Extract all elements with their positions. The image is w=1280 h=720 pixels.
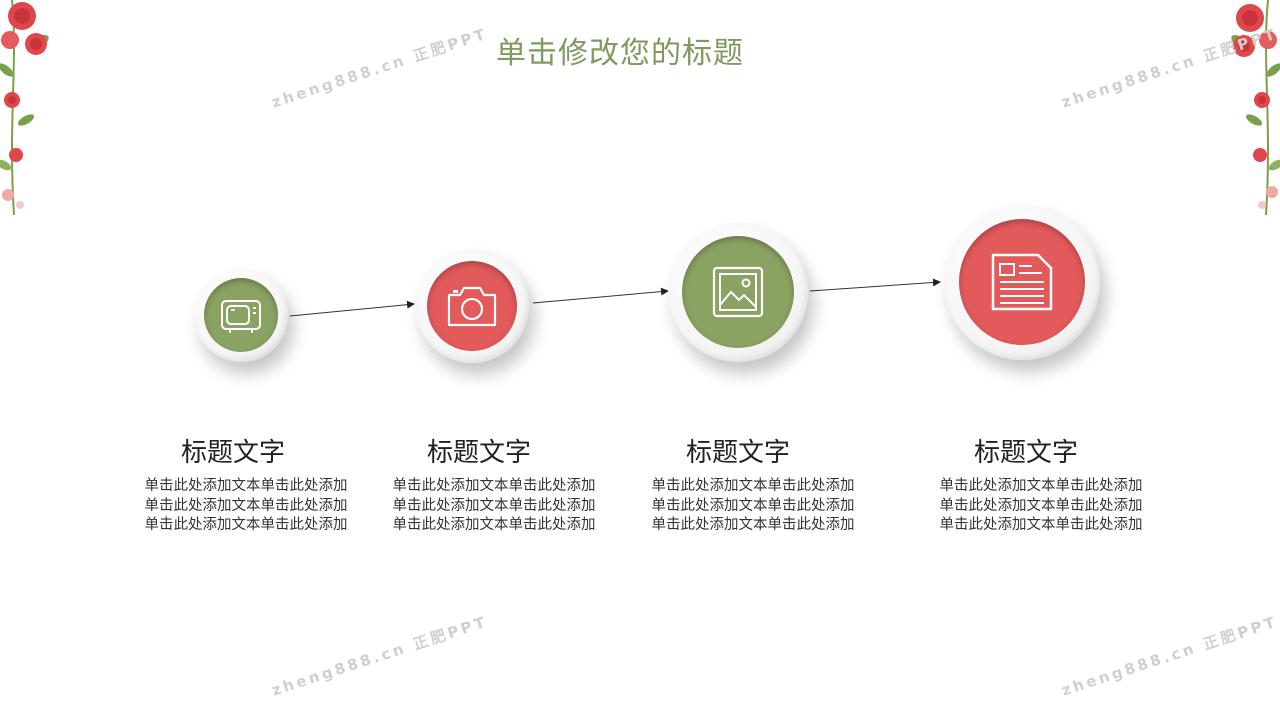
step-1-description[interactable]: 单击此处添加文本单击此处添加 单击此处添加文本单击此处添加 单击此处添加文本单击… [126, 477, 366, 536]
connector-arrow [289, 300, 415, 317]
step-node-1[interactable] [194, 268, 288, 362]
step-1-title[interactable]: 标题文字 [180, 438, 285, 468]
step-1-line-1: 单击此处添加文本单击此处添加 [144, 478, 348, 494]
step-2-line-1: 单击此处添加文本单击此处添加 [392, 478, 596, 494]
step-1-line-3: 单击此处添加文本单击此处添加 [144, 517, 348, 533]
step-4-line-1: 单击此处添加文本单击此处添加 [939, 478, 1143, 494]
tv-icon [221, 300, 261, 333]
step-4-line-3: 单击此处添加文本单击此处添加 [939, 517, 1143, 533]
step-2-line-2: 单击此处添加文本单击此处添加 [392, 497, 596, 514]
step-2-line-3: 单击此处添加文本单击此处添加 [392, 517, 596, 533]
step-node-4[interactable] [944, 204, 1100, 360]
floral-corner-right [1231, 0, 1280, 216]
newspaper-icon [991, 253, 1053, 311]
step-node-2-disc [427, 261, 517, 351]
step-3-description[interactable]: 单击此处添加文本单击此处添加 单击此处添加文本单击此处添加 单击此处添加文本单击… [633, 477, 873, 536]
step-4-title[interactable]: 标题文字 [973, 438, 1078, 468]
step-2-title[interactable]: 标题文字 [426, 438, 531, 468]
step-3-line-3: 单击此处添加文本单击此处添加 [651, 517, 855, 533]
step-4-line-2: 单击此处添加文本单击此处添加 [939, 497, 1143, 514]
connector-arrow [809, 278, 941, 292]
step-2-description[interactable]: 单击此处添加文本单击此处添加 单击此处添加文本单击此处添加 单击此处添加文本单击… [374, 477, 614, 536]
step-3-line-1: 单击此处添加文本单击此处添加 [651, 478, 855, 494]
camera-icon [447, 286, 497, 327]
step-3-title[interactable]: 标题文字 [685, 438, 790, 468]
step-node-3[interactable] [668, 222, 808, 362]
slide-title[interactable]: 单击修改您的标题 [496, 36, 744, 71]
step-3-line-2: 单击此处添加文本单击此处添加 [651, 497, 855, 514]
floral-corner-left [0, 0, 49, 216]
connector-arrow [532, 287, 669, 304]
step-node-3-disc [682, 236, 794, 348]
picture-icon [712, 266, 764, 318]
step-node-4-disc [959, 219, 1085, 345]
step-4-description[interactable]: 单击此处添加文本单击此处添加 单击此处添加文本单击此处添加 单击此处添加文本单击… [921, 477, 1161, 536]
step-node-2[interactable] [415, 249, 529, 363]
step-node-1-disc [204, 278, 278, 352]
step-1-line-2: 单击此处添加文本单击此处添加 [144, 497, 348, 514]
